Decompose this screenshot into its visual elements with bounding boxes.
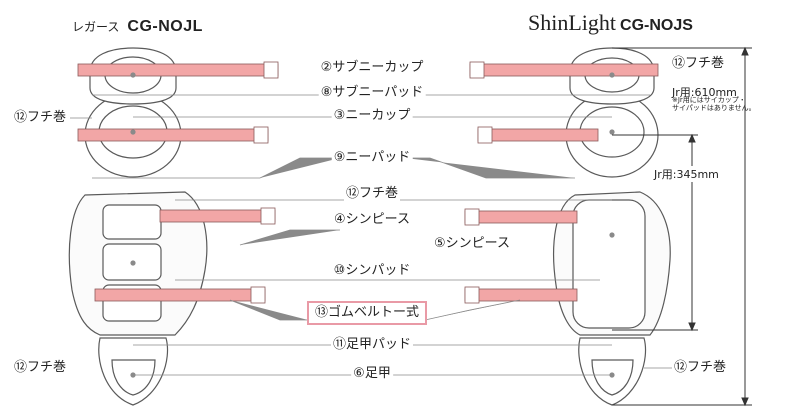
note-line-2: サイパッドはありません。 [672, 104, 756, 112]
leader-rubber-belt-left [229, 299, 308, 321]
left-ankle-strap-buckle [250, 286, 266, 304]
left-shin-strap-buckle [260, 207, 276, 225]
leader-dot-8 [609, 372, 615, 378]
right-thigh-strap-buckle [469, 61, 485, 79]
leader-dot-4 [609, 129, 615, 135]
right-shin-strap-buckle [464, 208, 480, 226]
label-binding-left-bottom: ⑫フチ巻 [12, 360, 69, 376]
brand-name: ShinLight [528, 10, 617, 35]
shin-length-bottom-arrow [688, 322, 696, 332]
leader-dot-6 [609, 232, 615, 238]
shin-length-label: Jr用:345mm [654, 166, 719, 182]
leader-dot-1 [130, 72, 136, 78]
label-instep-pad: ⑪足甲パッド [330, 337, 414, 353]
label-binding-right-bottom: ⑫フチ巻 [672, 360, 729, 376]
right-model-name: CG-NOJS [620, 17, 693, 34]
note-line-1: ※Jr用にはサイカップ・ [672, 96, 746, 104]
full-length-top-arrow [741, 46, 749, 56]
label-knee-pad: ⑨ニーパッド [331, 150, 413, 166]
right-knee-strap [477, 128, 599, 142]
label-rubber-belt: ⑬ゴムベルトー式 [306, 301, 428, 325]
leader-dot-5 [130, 260, 136, 266]
leader-shin-piece-left [239, 229, 340, 246]
label-binding-right-top: ⑫フチ巻 [670, 56, 727, 72]
leader-knee-pad-left [259, 157, 340, 179]
right-instep-plate [591, 359, 634, 396]
left-thigh-strap [77, 63, 279, 77]
full-length-bottom-arrow [741, 397, 749, 407]
leader-dot-3 [130, 129, 136, 135]
left-product-title: レガース CG-NOJL [72, 18, 203, 36]
label-shin-piece-right: ⑤シンピース [432, 236, 513, 252]
right-ankle-strap-buckle [464, 286, 480, 304]
full-length-label: Jr用:610mm [672, 86, 737, 99]
left-shin-plate-1 [102, 204, 162, 240]
right-shin-plate [572, 199, 646, 329]
label-instep: ⑥足甲 [351, 366, 393, 382]
leader-knee-pad-right [405, 157, 575, 179]
right-knee-strap-buckle [477, 126, 493, 144]
left-knee-strap [77, 128, 269, 142]
dimension-lines [612, 46, 752, 407]
label-shin-piece-left: ④シンピース [331, 212, 413, 228]
right-thigh-strap [469, 63, 659, 77]
shin-length-top-arrow [688, 133, 696, 143]
label-thigh-pad: ⑧サブニーパッド [318, 85, 426, 101]
left-guard [68, 47, 208, 406]
leader-dot-7 [130, 372, 136, 378]
left-ankle-strap [94, 288, 266, 302]
label-shin-pad: ⑩シンパッド [331, 263, 413, 279]
left-model-name: CG-NOJL [127, 18, 203, 35]
left-instep-plate [111, 359, 156, 396]
label-thigh-cup: ②サブニーカップ [318, 60, 426, 76]
left-thigh-strap-buckle [263, 61, 279, 79]
label-binding-left-top: ⑫フチ巻 [12, 110, 69, 126]
label-knee-cup: ③ニーカップ [331, 108, 413, 124]
straps [77, 61, 659, 304]
right-ankle-strap [464, 288, 578, 302]
left-knee-strap-buckle [253, 126, 269, 144]
leader-rubber-belt-right [424, 299, 521, 321]
leader-dot-2 [609, 72, 615, 78]
leader-lines [70, 72, 672, 378]
right-shin-strap [464, 210, 578, 224]
right-guard [553, 47, 671, 406]
left-instep-shell [98, 337, 169, 406]
full-length-note: ※Jr用にはサイカップ・ サイパッドはありません。 [672, 96, 756, 112]
left-shin-strap [159, 209, 276, 223]
label-binding-center: ⑫フチ巻 [343, 186, 401, 202]
left-title-prefix: レガース [72, 20, 120, 34]
